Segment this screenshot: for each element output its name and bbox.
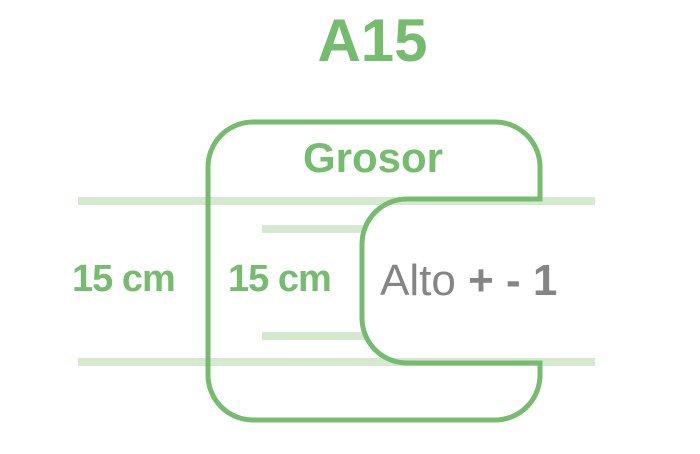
outer-measure-label: 15 cm — [72, 258, 176, 300]
height-word: Alto — [380, 256, 456, 305]
block-outline — [205, 119, 543, 423]
thickness-label: Grosor — [302, 134, 444, 181]
tolerance-value: + - 1 — [468, 256, 558, 305]
height-tolerance-label: Alto + - 1 — [380, 256, 557, 306]
inner-measure-label: 15 cm — [228, 258, 332, 300]
product-code-title: A15 — [317, 7, 428, 74]
